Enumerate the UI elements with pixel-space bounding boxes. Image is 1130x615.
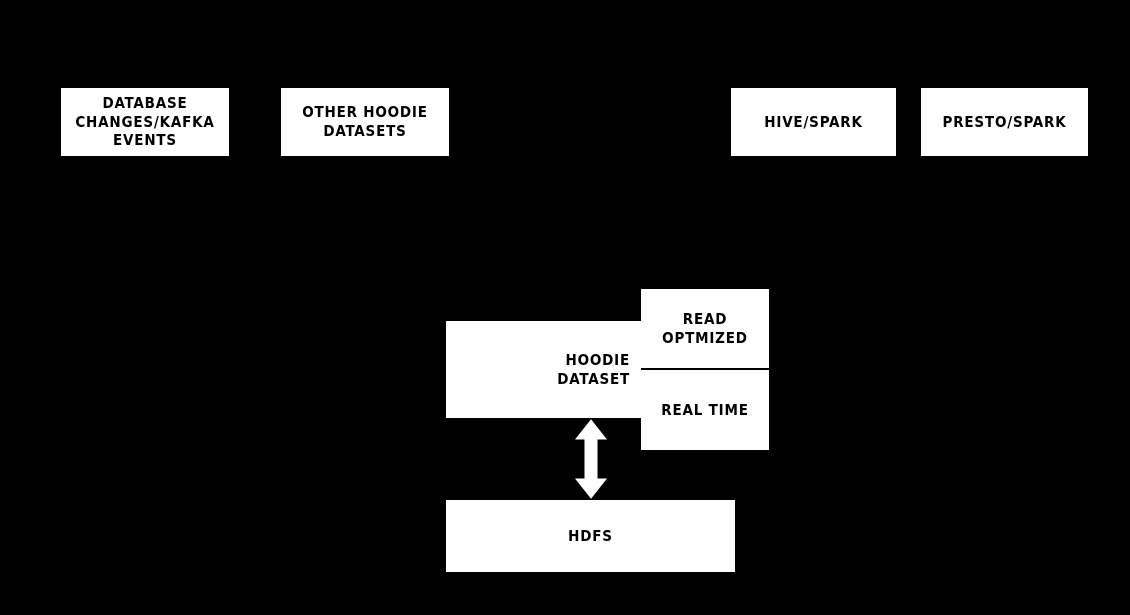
node-label: HDFS <box>568 526 613 545</box>
node-presto-spark[interactable]: PRESTO/SPARK <box>921 88 1088 156</box>
node-read-optimized-view[interactable]: READ OPTMIZED <box>641 289 769 370</box>
node-hoodie-dataset[interactable]: HOODIE DATASET <box>446 321 642 418</box>
node-database-changes-kafka-events[interactable]: DATABASE CHANGES/KAFKA EVENTS <box>61 88 229 156</box>
node-hive-spark[interactable]: HIVE/SPARK <box>731 88 896 156</box>
node-label: REAL TIME <box>661 400 749 419</box>
node-other-hoodie-datasets[interactable]: OTHER HOODIE DATASETS <box>281 88 449 156</box>
node-label: PRESTO/SPARK <box>942 112 1067 131</box>
node-hdfs[interactable]: HDFS <box>446 500 735 572</box>
node-real-time-view[interactable]: REAL TIME <box>641 370 769 450</box>
node-label: DATABASE CHANGES/KAFKA EVENTS <box>75 93 215 150</box>
double-headed-arrow-icon <box>574 419 608 499</box>
node-label: READ OPTMIZED <box>662 309 748 347</box>
node-label: OTHER HOODIE DATASETS <box>302 103 428 140</box>
node-label: HIVE/SPARK <box>764 112 863 131</box>
node-label: HOODIE DATASET <box>557 350 630 388</box>
